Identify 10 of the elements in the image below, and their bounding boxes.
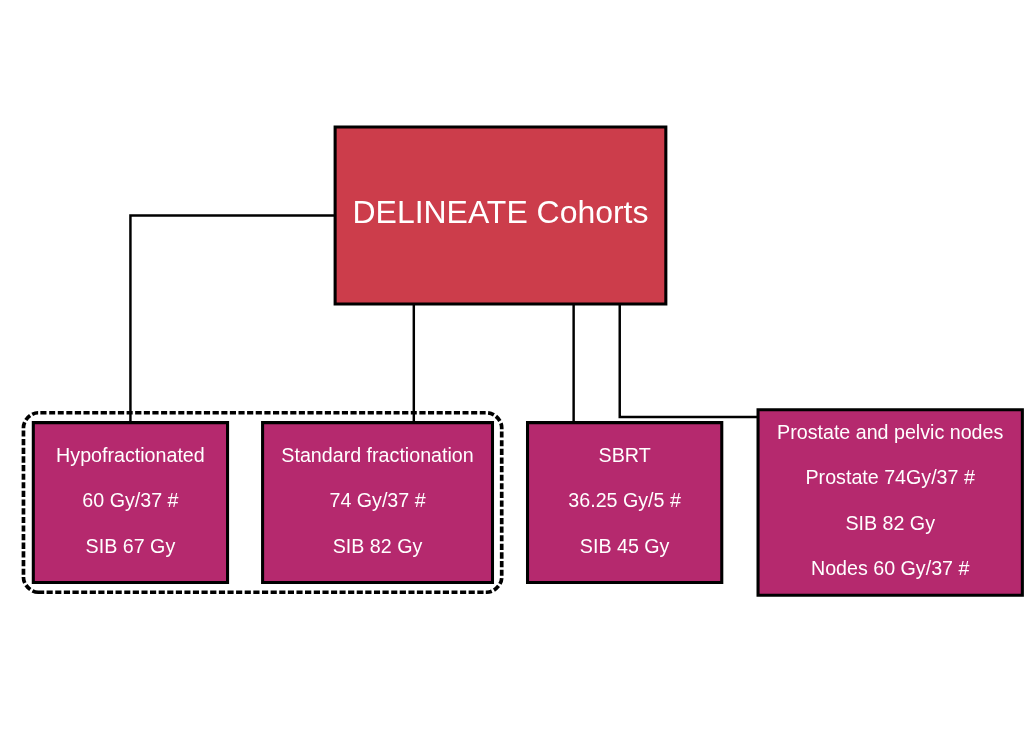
node-box: Prostate and pelvic nodes Prostate 74Gy/37 # SIB 82 Gy Nodes 60 Gy/37 # (756, 408, 1024, 597)
connector (129, 214, 335, 423)
connector (412, 304, 416, 423)
node-box: Hypofractionated 60 Gy/37 # SIB 67 Gy (31, 421, 230, 584)
connector (618, 304, 758, 419)
node-box: SBRT 36.25 Gy/5 # SIB 45 Gy (526, 421, 724, 584)
cluster (21, 410, 504, 595)
node-box: DELINEATE Cohorts (333, 125, 668, 306)
connector (572, 304, 575, 423)
node-box: Standard fractionation 74 Gy/37 # SIB 82 Gy (261, 421, 495, 584)
